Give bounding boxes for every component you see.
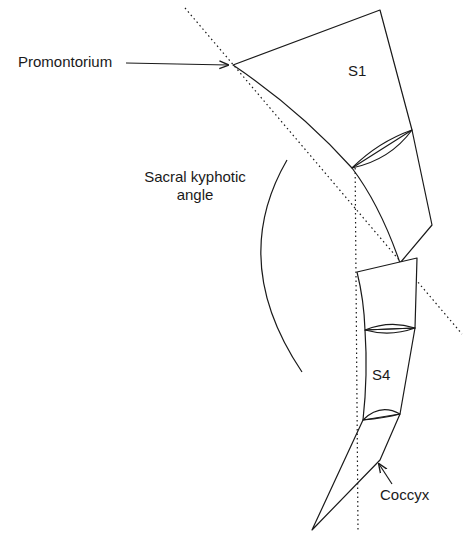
s1-vertebra <box>233 10 412 168</box>
leader-arrow <box>126 63 228 65</box>
anatomy-label: Promontorium <box>18 53 112 71</box>
s2-vertebra <box>352 130 432 263</box>
leader-arrow <box>379 464 392 484</box>
angle-label: Sacral kyphotic angle <box>136 168 254 204</box>
vertebra-label: S4 <box>372 366 390 384</box>
disc <box>352 130 412 168</box>
s4-vertebra <box>363 328 415 420</box>
vertical-line <box>355 150 358 530</box>
vertebra-label: S1 <box>348 62 366 80</box>
s3-vertebra <box>357 258 417 330</box>
coccyx <box>312 414 400 530</box>
disc <box>363 410 400 420</box>
anatomy-label: Coccyx <box>380 486 429 504</box>
angle-arc <box>261 160 302 372</box>
